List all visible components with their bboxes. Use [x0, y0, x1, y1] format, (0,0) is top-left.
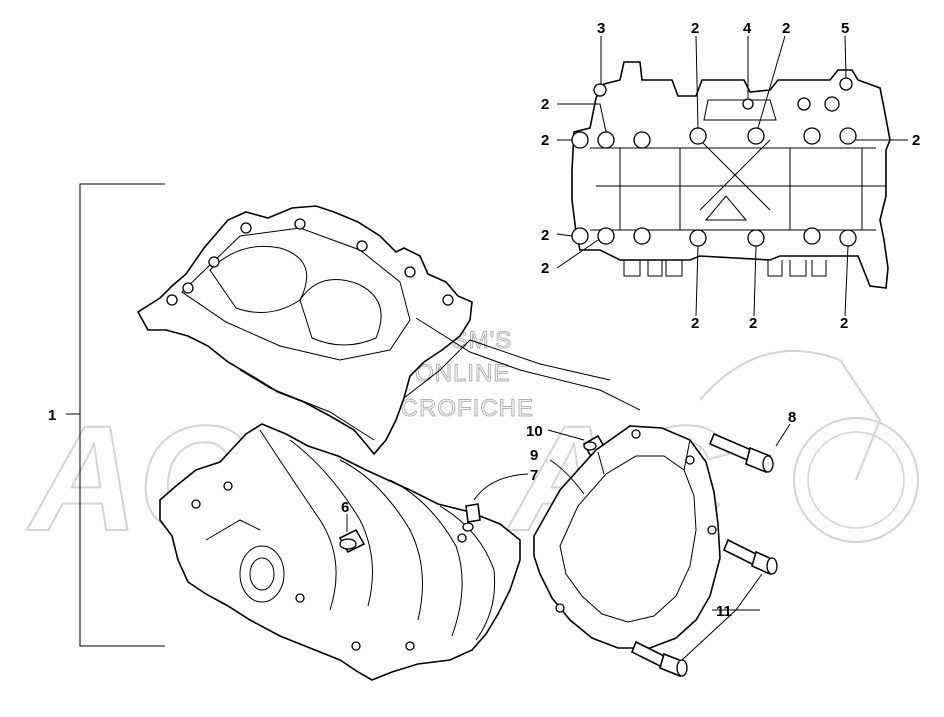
inset-callout-5: 5 — [841, 20, 849, 37]
watermark-line-2: ONLINE — [415, 360, 510, 387]
part-6-dowel: 6 — [338, 499, 366, 554]
motorcycle-watermark-icon — [699, 350, 919, 543]
inset-bolt-holes — [571, 77, 857, 247]
inset-callout-3: 3 — [597, 20, 605, 37]
inset-callout-2-e: 2 — [912, 132, 920, 149]
callout-1-bracket: 1 — [48, 183, 165, 647]
upper-crankcase-half — [136, 205, 641, 456]
part-9-end-cover: 9 — [530, 425, 721, 649]
callout-label-9: 9 — [530, 447, 538, 464]
lower-crankcase-half — [159, 423, 521, 681]
part-8-bolt: 8 — [708, 409, 796, 474]
inset-callout-2-g: 2 — [541, 260, 549, 277]
callout-label-6: 6 — [341, 499, 349, 516]
callout-label-8: 8 — [788, 409, 796, 426]
bolt-pattern-inset: 3 2 4 2 5 2 2 2 2 2 2 2 2 — [541, 20, 920, 332]
inset-callout-2-f: 2 — [541, 227, 549, 244]
inset-callout-2-j: 2 — [840, 315, 848, 332]
inset-callout-2-c: 2 — [541, 96, 549, 113]
inset-callout-4: 4 — [743, 20, 752, 37]
inset-callout-2-h: 2 — [691, 315, 699, 332]
part-7-plug: 7 — [462, 467, 538, 532]
inset-callout-2-i: 2 — [749, 315, 757, 332]
callout-label-11: 11 — [716, 603, 732, 620]
callout-label-7: 7 — [530, 467, 538, 484]
callout-label-10: 10 — [526, 423, 543, 440]
inset-callout-2-d: 2 — [541, 132, 549, 149]
part-11-bolts: 11 — [630, 538, 778, 678]
inset-callout-2-a: 2 — [691, 20, 699, 37]
inset-callout-2-b: 2 — [782, 20, 790, 37]
callout-label-1: 1 — [48, 407, 56, 424]
